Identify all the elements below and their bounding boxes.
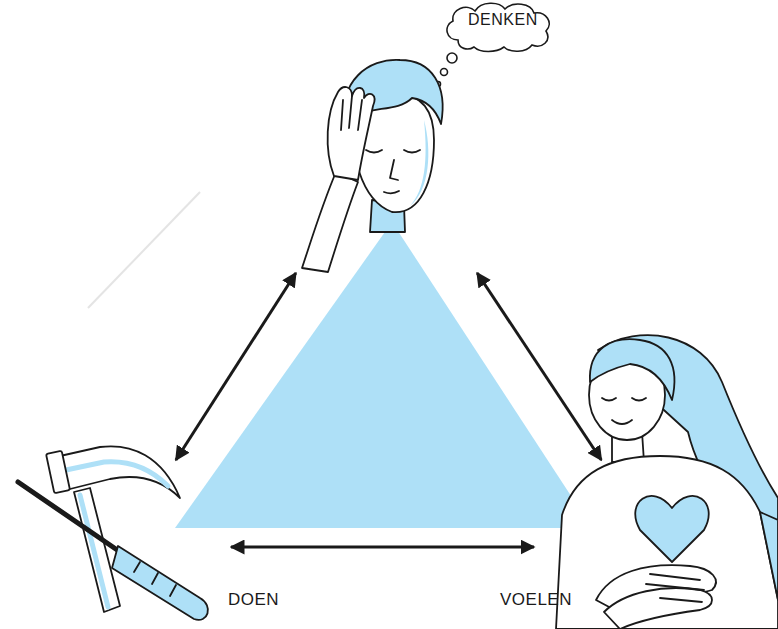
hammer-head-shade [66,462,168,486]
feeling-node: VOELEN [540,465,778,629]
thought-bubble [441,69,448,76]
double-arrow [176,273,296,460]
nose [390,160,398,180]
cloud-outline [447,3,549,51]
shirt [556,456,778,629]
heart [635,496,708,562]
concept-label: DOEN [228,591,279,608]
hand [604,588,712,629]
feeling-woman [556,335,778,629]
closed-eye [366,150,382,153]
closed-eye [632,398,646,401]
hammer-handle-shade [80,495,108,607]
triangle [175,222,592,528]
finger-lines [341,96,362,130]
hair-front [590,339,675,400]
face-shade [410,120,428,206]
double-arrow [231,546,534,549]
screwdriver-grip [134,562,176,596]
thought-bubble [447,53,457,63]
screwdriver-handle [112,546,208,620]
thinking-node: DENKEN [295,0,475,268]
hammer-face [46,451,70,493]
screwdriver-shaft [18,482,126,556]
arm [302,172,358,272]
thought-cloud [436,3,550,86]
ghost-arrow [88,192,200,308]
finger-lines [646,574,704,602]
shirt-shade [760,512,778,600]
thinking-head [302,60,443,272]
mouth [384,191,399,193]
hand [328,87,375,180]
concept-label: VOELEN [500,591,572,608]
double-arrow [477,273,601,460]
closed-eye [602,398,616,401]
hammer-head [60,446,180,498]
closed-eye [404,150,420,153]
smile [612,420,632,424]
tools [18,446,208,620]
doing-node: DOEN [15,465,225,629]
concept-label: DENKEN [468,12,538,28]
